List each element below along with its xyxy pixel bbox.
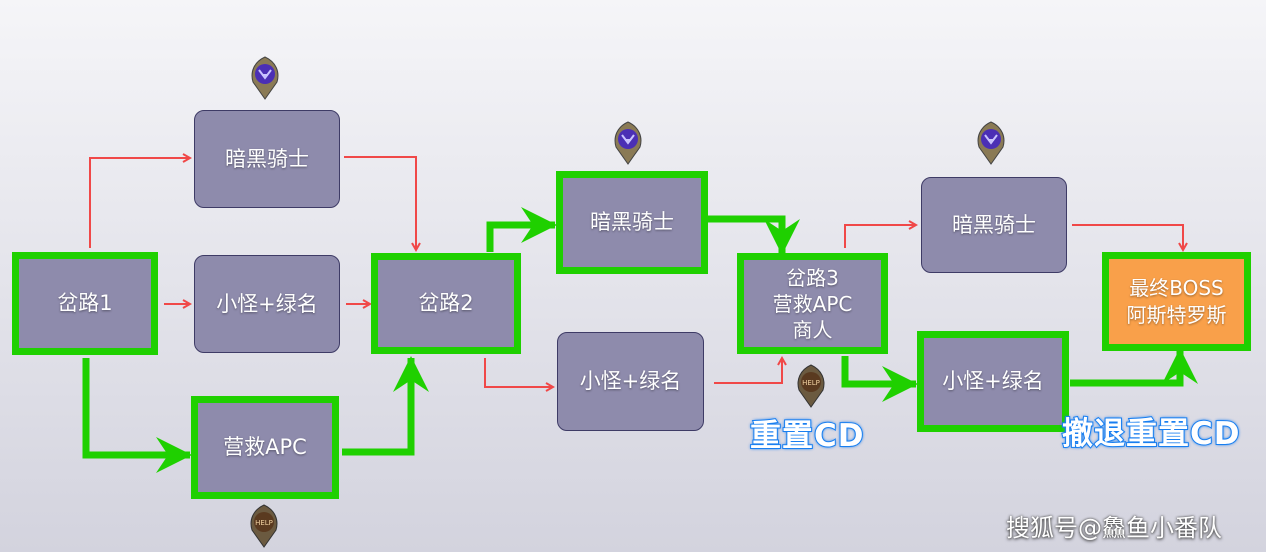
edge-fork1-rescue bbox=[82, 358, 192, 473]
dark-knight-pin-icon bbox=[977, 121, 1005, 165]
reset-cd-label: 重置CD bbox=[749, 417, 865, 455]
edge-fork2-minion2 bbox=[484, 358, 553, 387]
node-rescue-apc: 营救APC bbox=[191, 396, 339, 499]
node-minion-3: 小怪+绿名 bbox=[917, 331, 1069, 432]
edge-minion2-fork3 bbox=[714, 358, 782, 384]
edge-dk1-fork2 bbox=[344, 156, 416, 250]
node-dark-knight-3: 暗黑骑士 bbox=[921, 177, 1067, 273]
node-fork1: 岔路1 bbox=[12, 252, 158, 355]
node-final-boss: 最终BOSS 阿斯特罗斯 bbox=[1102, 252, 1251, 351]
watermark: 搜狐号@鱻鱼小番队 bbox=[1006, 514, 1222, 542]
edge-dk2-fork3 bbox=[708, 215, 800, 255]
edge-fork3-dk3 bbox=[844, 225, 916, 248]
edge-fork3-minion3 bbox=[841, 356, 918, 402]
dark-knight-pin-icon bbox=[251, 56, 279, 100]
edge-minion3-boss bbox=[1070, 348, 1198, 387]
edge-dk3-boss bbox=[1072, 224, 1183, 250]
help-pin-icon: HELP bbox=[250, 504, 278, 548]
node-minion-2: 小怪+绿名 bbox=[557, 332, 704, 431]
node-fork2: 岔路2 bbox=[371, 253, 521, 354]
retreat-reset-cd-label: 撤退重置CD bbox=[1061, 415, 1241, 453]
node-fork3: 岔路3 营救APC 商人 bbox=[737, 253, 888, 354]
svg-text:HELP: HELP bbox=[255, 519, 273, 527]
edge-rescue-fork2 bbox=[342, 356, 429, 456]
svg-text:HELP: HELP bbox=[802, 379, 820, 387]
dark-knight-pin-icon bbox=[614, 121, 642, 165]
node-dark-knight-1: 暗黑骑士 bbox=[194, 110, 340, 208]
edge-fork2-dk2 bbox=[486, 207, 557, 252]
edge-fork1-dk1 bbox=[89, 158, 190, 248]
help-pin-icon: HELP bbox=[797, 364, 825, 408]
node-dark-knight-2: 暗黑骑士 bbox=[556, 171, 708, 274]
node-minion-1: 小怪+绿名 bbox=[194, 255, 340, 353]
